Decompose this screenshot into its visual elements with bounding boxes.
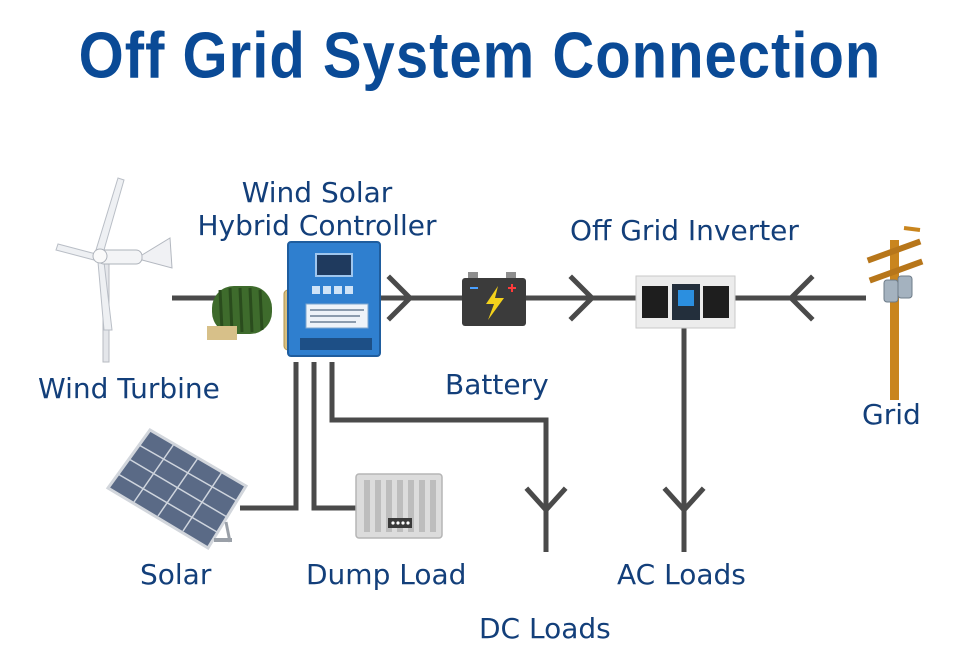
arrows: [386, 274, 815, 514]
wire-solar-controller: [240, 362, 299, 511]
wire-dump-controller: [311, 362, 356, 511]
arrow-to-dc-loads: [524, 486, 568, 514]
arrow-to-battery: [386, 274, 414, 322]
solar-panel-icon: [105, 428, 249, 551]
grid-pole-icon: [866, 226, 924, 400]
ac-loads-label: AC Loads: [617, 558, 746, 591]
battery-icon: [462, 272, 526, 326]
dump-load-label: Dump Load: [306, 558, 467, 591]
solar-label: Solar: [140, 558, 212, 591]
diagram-title: Off Grid System Connection: [78, 19, 882, 92]
arrow-to-ac-loads: [662, 486, 706, 514]
dc-loads-label: DC Loads: [479, 612, 611, 645]
wind-turbine-label: Wind Turbine: [38, 372, 220, 405]
wires: [172, 295, 866, 552]
controller-label: Wind Solar Hybrid Controller: [192, 176, 442, 242]
grid-label: Grid: [862, 398, 921, 431]
controller-label-line1: Wind Solar: [241, 176, 393, 209]
controller-icon: [287, 241, 381, 357]
arrow-to-inverter: [568, 274, 596, 322]
controller-label-line2: Hybrid Controller: [197, 209, 437, 242]
wire-dc-loads: [329, 362, 549, 552]
arrow-from-grid: [787, 274, 815, 322]
dump-load-icon: [355, 473, 443, 539]
inverter-icon: [635, 275, 736, 329]
battery-label: Battery: [445, 368, 549, 401]
inverter-label: Off Grid Inverter: [570, 214, 799, 247]
wind-turbine-icon: [55, 177, 173, 363]
